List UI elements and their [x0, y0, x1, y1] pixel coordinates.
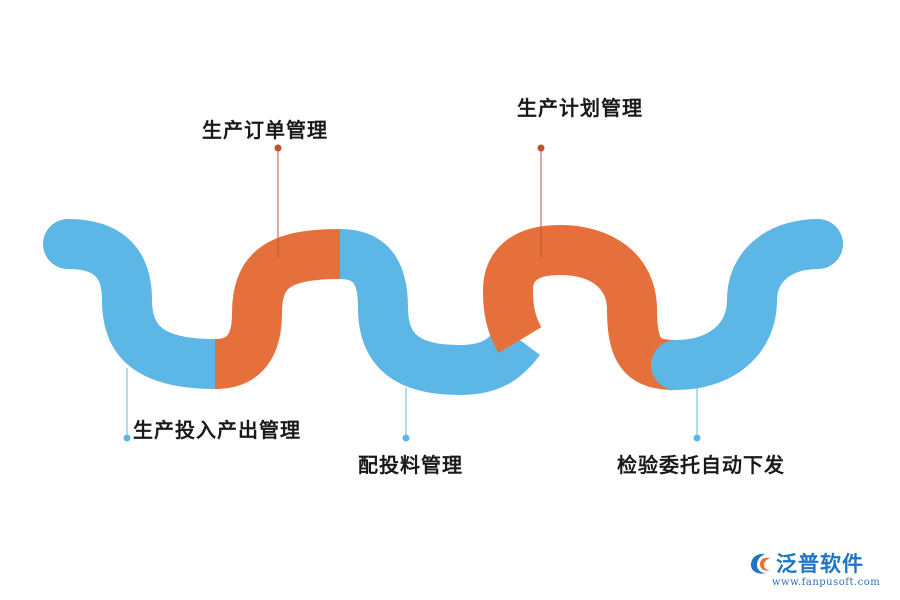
connector-dot-5: [693, 434, 701, 442]
wave-segment-1-blue: [43, 219, 240, 389]
brand-name: 泛普软件: [776, 552, 864, 576]
step-label-material-feeding: 配投料管理: [358, 453, 463, 477]
step-label-production-plan: 生产计划管理: [517, 96, 643, 120]
wave-segment-4-orange: [482, 224, 677, 390]
connector-dot-2: [537, 144, 545, 152]
wave-segment-3-blue: [338, 229, 540, 396]
step-label-inspection-dispatch: 检验委托自动下发: [617, 453, 785, 477]
wave-segment-2-orange: [213, 229, 341, 389]
brand-logo: 泛普软件 www.fanpusoft.com: [748, 546, 888, 590]
connector-dot-1: [274, 144, 282, 152]
step-label-production-order: 生产订单管理: [202, 118, 328, 142]
connector-dot-4: [402, 434, 410, 442]
brand-url: www.fanpusoft.com: [772, 577, 881, 588]
connector-dot-3: [123, 434, 131, 442]
fanpu-logo-icon: [751, 553, 770, 574]
step-label-production-io: 生产投入产出管理: [133, 418, 301, 442]
wave-segment-5-blue: [651, 219, 843, 390]
